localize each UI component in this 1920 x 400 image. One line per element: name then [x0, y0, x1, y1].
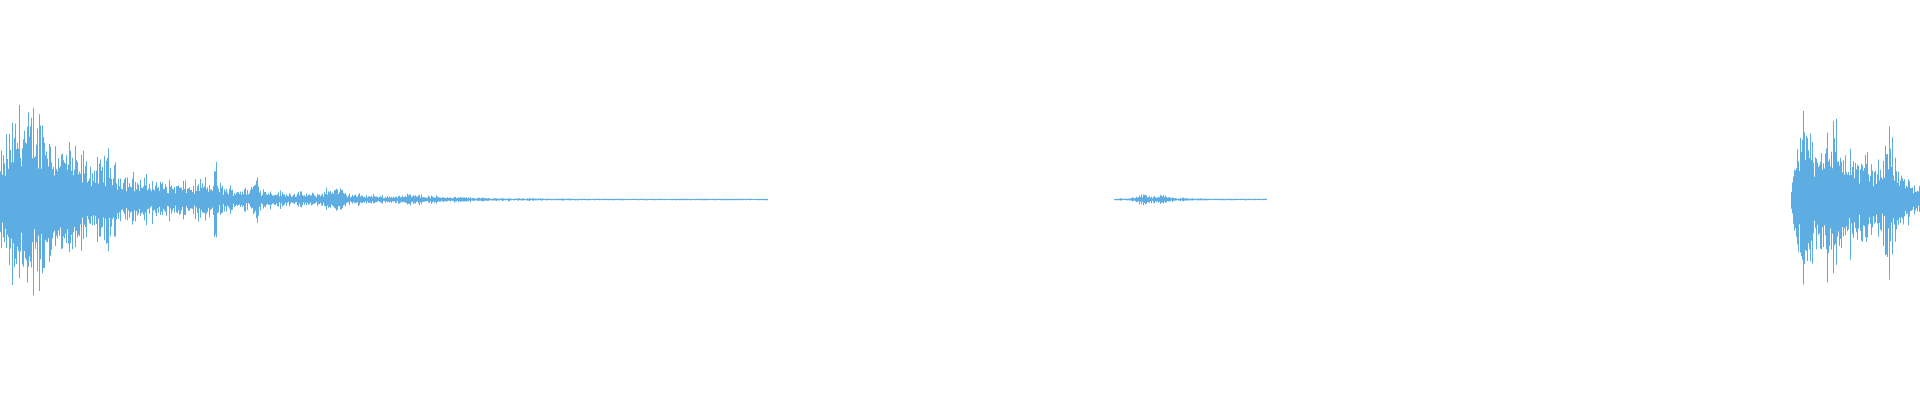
waveform-bars: [0, 104, 1920, 296]
waveform-peaks: [0, 104, 1920, 296]
